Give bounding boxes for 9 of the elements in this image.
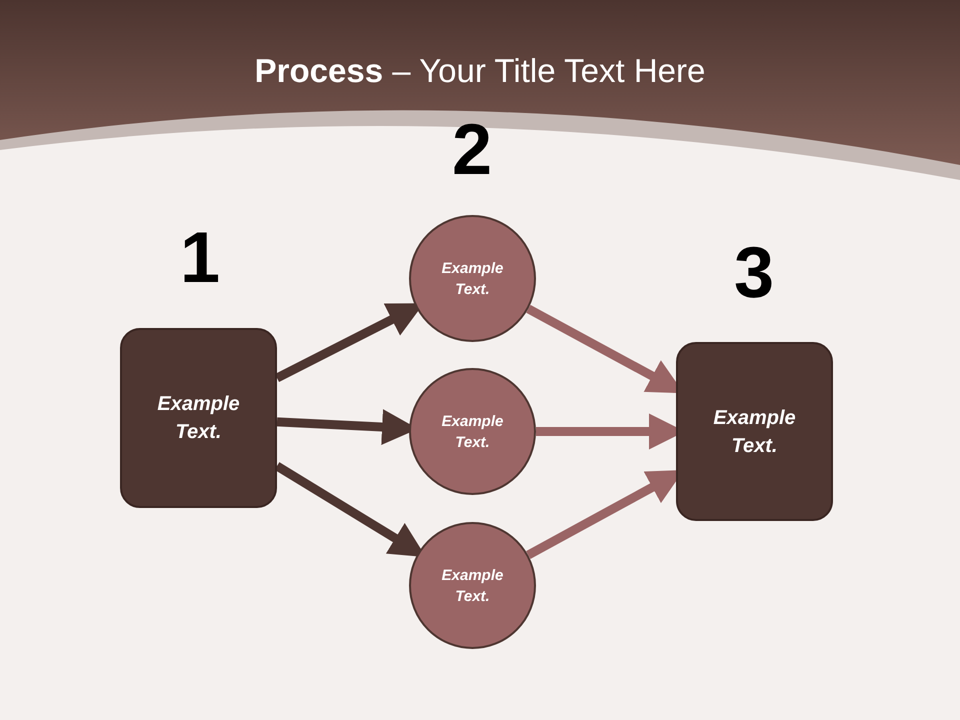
process-circle: Example Text. <box>409 215 536 342</box>
step-number: 2 <box>452 114 492 186</box>
process-box: Example Text. <box>676 342 833 521</box>
process-box: Example Text. <box>120 328 277 508</box>
process-circle: Example Text. <box>409 368 536 495</box>
step-number: 3 <box>734 237 774 309</box>
title: Process – Your Title Text Here <box>254 52 706 90</box>
step-number: 1 <box>180 222 220 294</box>
process-circle: Example Text. <box>409 522 536 649</box>
